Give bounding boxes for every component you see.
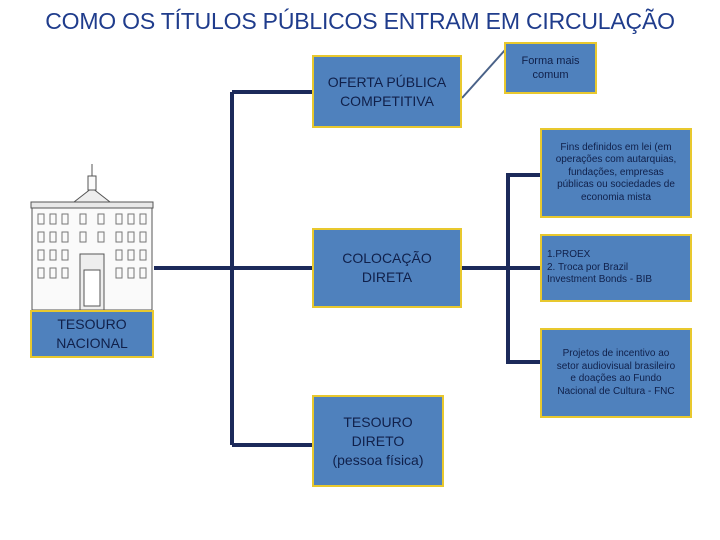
forma-mais-comum-box: Forma mais comum [504,42,597,94]
colocacao-direta-box: COLOCAÇÃO DIRETA [312,228,462,308]
projetos-incentivo-box: Projetos de incentivo ao setor audiovisu… [540,328,692,418]
oferta-publica-box: OFERTA PÚBLICA COMPETITIVA [312,55,462,128]
page-title: COMO OS TÍTULOS PÚBLICOS ENTRAM EM CIRCU… [45,8,675,34]
fins-definidos-label: Fins definidos em lei (em operações com … [555,141,677,203]
oferta-publica-label: OFERTA PÚBLICA COMPETITIVA [327,73,447,109]
forma-pointer [461,49,506,99]
tesouro-direto-label: TESOURO DIRETO (pessoa física) [332,413,424,468]
proex-label: 1.PROEX 2. Troca por Brazil Investment B… [547,249,653,286]
fins-definidos-box: Fins definidos em lei (em operações com … [540,128,692,218]
tesouro-nacional-label: TESOURO NACIONAL [56,316,128,351]
tesouro-direto-box: TESOURO DIRETO (pessoa física) [312,395,444,487]
forma-mais-comum-label: Forma mais comum [521,55,580,81]
tesouro-nacional-box: TESOURO NACIONAL [30,310,154,358]
notes-bracket [506,173,540,364]
treasury-building-illustration [30,162,154,315]
proex-box: 1.PROEX 2. Troca por Brazil Investment B… [540,234,692,302]
projetos-incentivo-label: Projetos de incentivo ao setor audiovisu… [556,348,676,397]
colocacao-direta-label: COLOCAÇÃO DIRETA [342,250,432,285]
